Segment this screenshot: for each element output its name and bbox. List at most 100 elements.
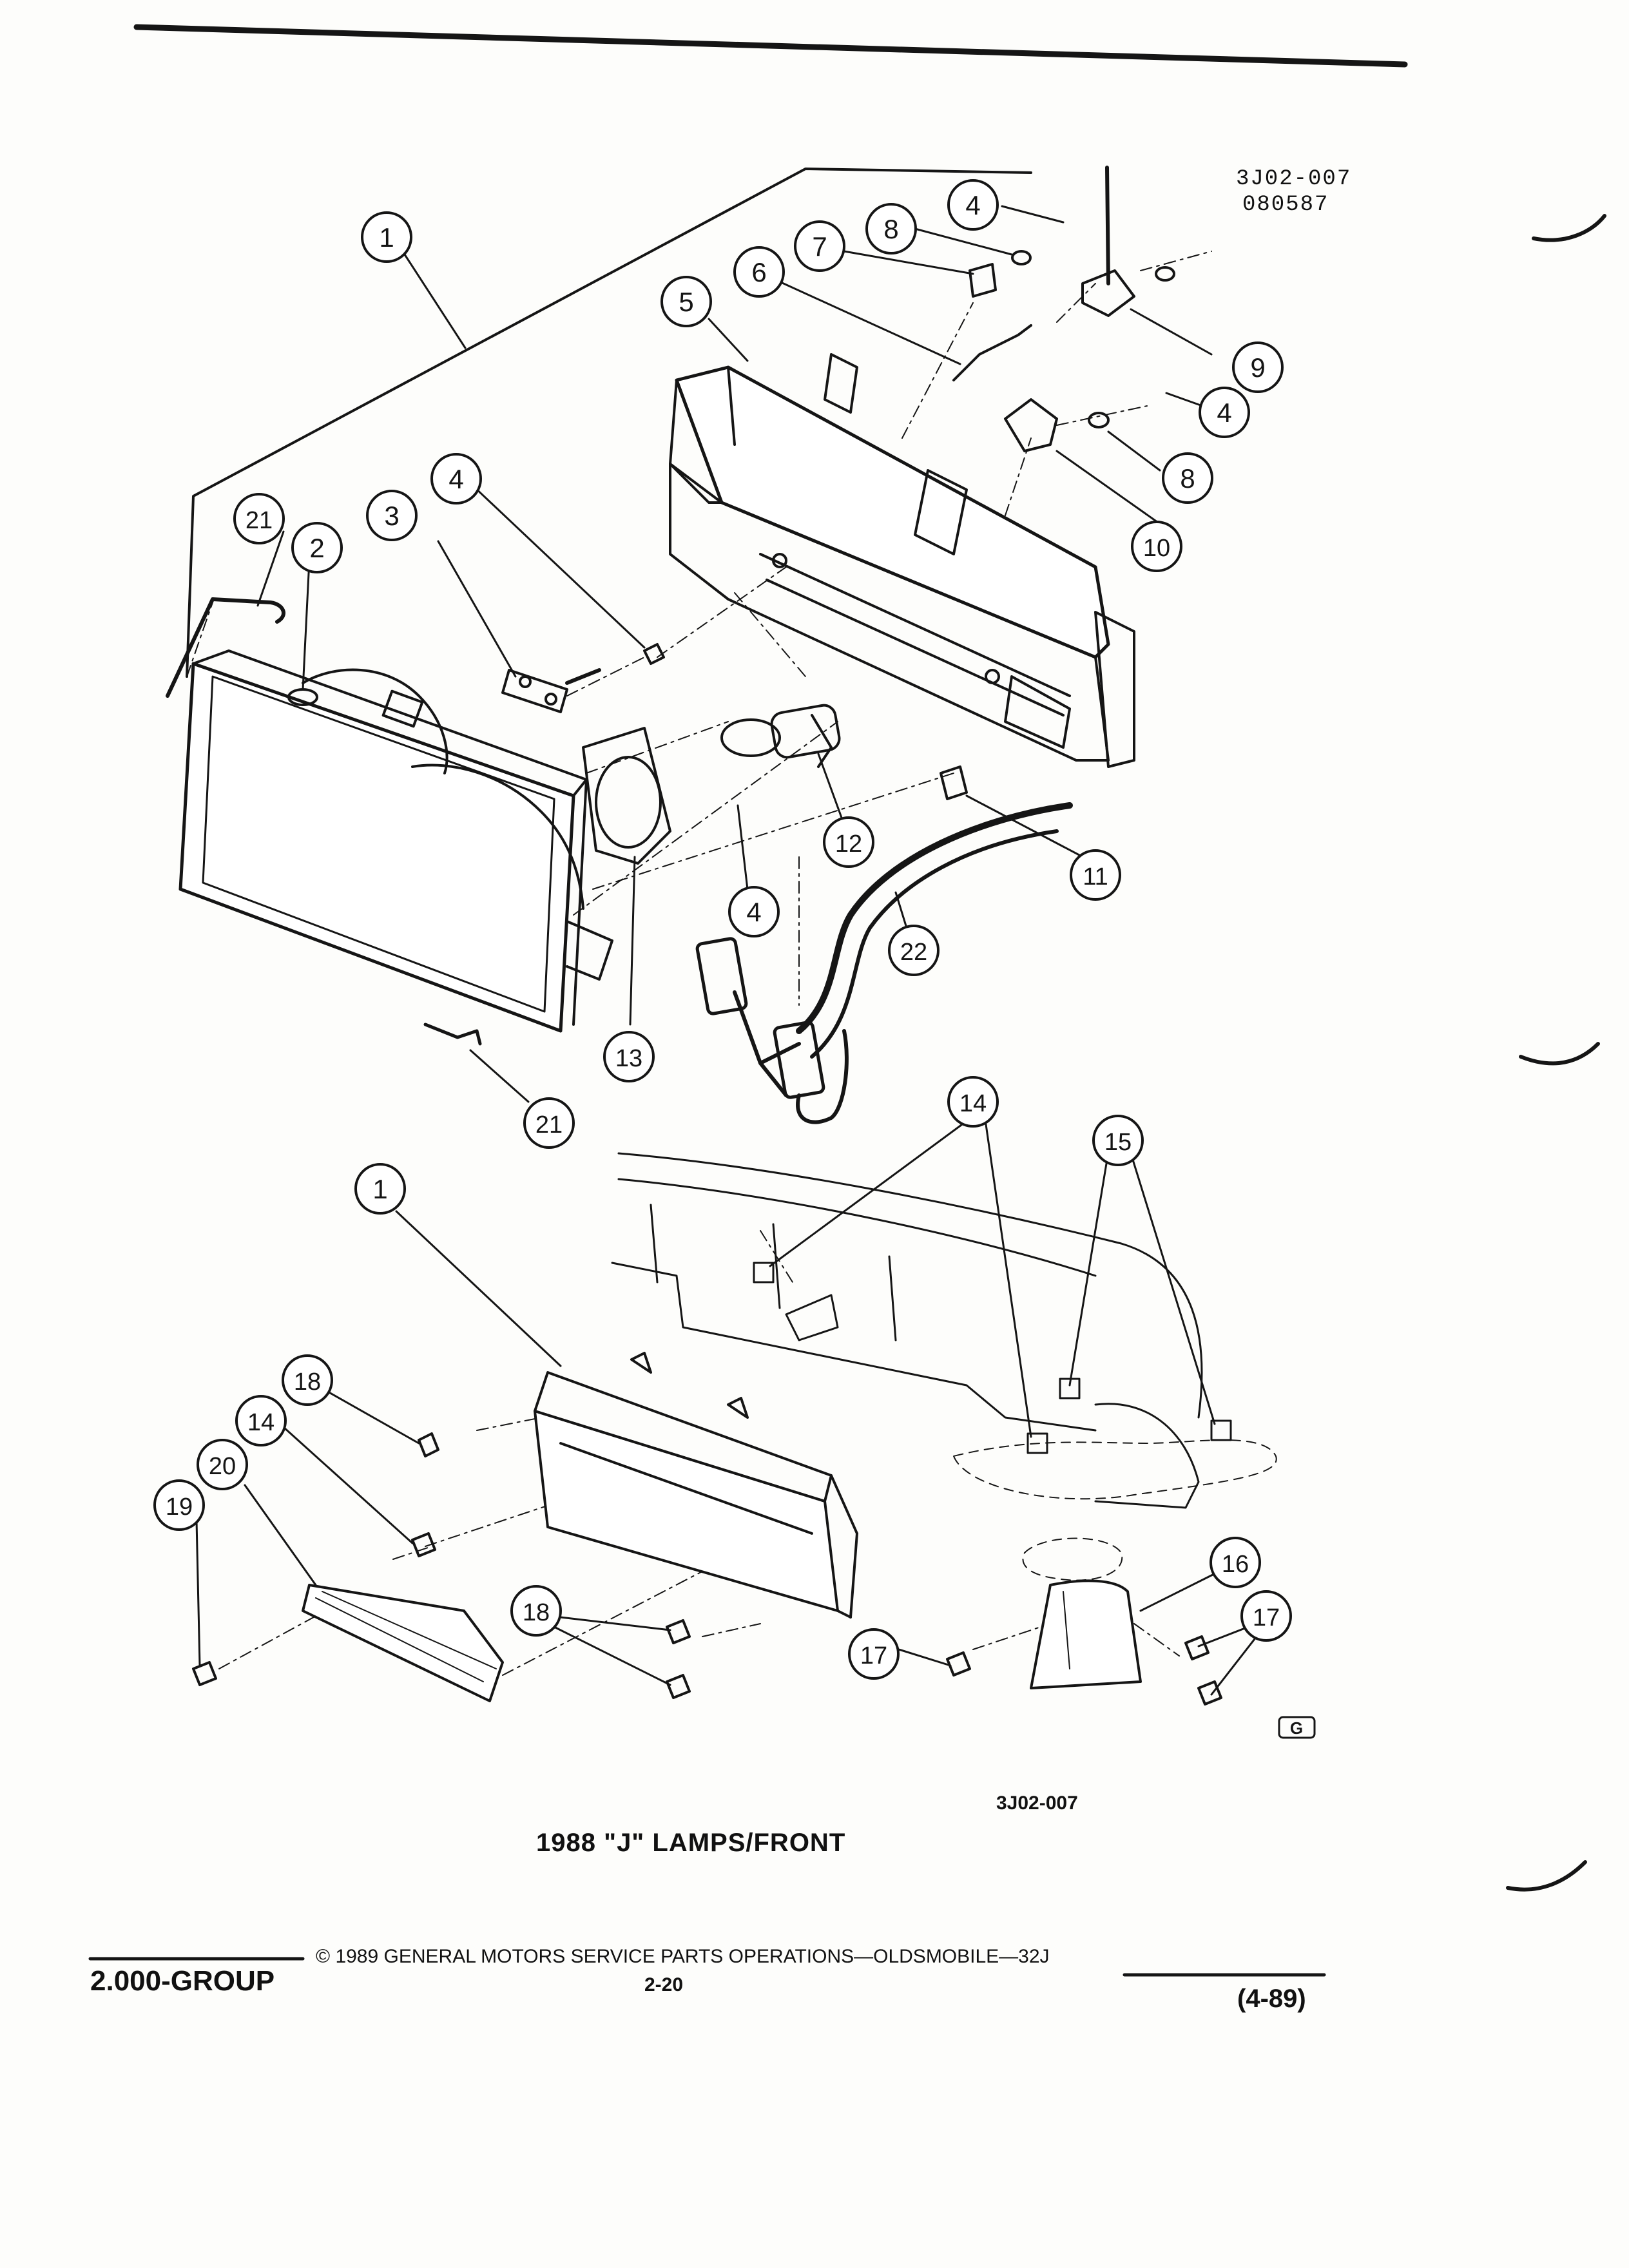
callout-circle xyxy=(523,1097,575,1149)
callout-number: 6 xyxy=(751,257,766,287)
callout-4: 4 xyxy=(1199,387,1250,438)
callout-circle xyxy=(430,453,482,505)
callout-number: 18 xyxy=(294,1369,321,1396)
callout-number: 4 xyxy=(448,464,463,494)
callout-17: 17 xyxy=(1240,1590,1292,1642)
callout-circle xyxy=(1240,1590,1292,1642)
callout-18: 18 xyxy=(282,1354,333,1406)
callout-circle xyxy=(728,886,780,937)
callout-leaders xyxy=(195,205,1258,1696)
fascia-drawing xyxy=(611,1152,1232,1509)
parking-lamp-lens-16 xyxy=(1030,1579,1142,1689)
side-marker-lamp-20 xyxy=(302,1584,504,1702)
callout-2: 2 xyxy=(291,522,343,573)
callout-number: 19 xyxy=(166,1494,193,1521)
callout-number: 10 xyxy=(1143,535,1170,562)
callout-4: 4 xyxy=(430,453,482,505)
callout-circle xyxy=(366,490,418,541)
edge-marks xyxy=(1506,214,1606,1892)
callout-3: 3 xyxy=(366,490,418,541)
callout-circle xyxy=(794,220,845,272)
callout-circle xyxy=(660,276,712,327)
callout-8: 8 xyxy=(865,203,917,255)
callout-circle xyxy=(733,246,785,298)
callout-10: 10 xyxy=(1131,521,1182,572)
footer-copyright: © 1989 GENERAL MOTORS SERVICE PARTS OPER… xyxy=(316,1946,1050,1967)
screw-4-a xyxy=(643,643,665,665)
callout-17: 17 xyxy=(848,1628,900,1680)
callout-circle xyxy=(153,1479,205,1531)
footer-date-code: (4-89) xyxy=(1237,1984,1306,2013)
bulb-12 xyxy=(720,704,841,768)
callout-circle xyxy=(235,1395,287,1446)
callout-circle xyxy=(1210,1537,1261,1588)
callout-number: 1 xyxy=(379,222,394,253)
callout-circle xyxy=(354,1163,406,1215)
callout-circle xyxy=(197,1439,248,1490)
lower-fasteners xyxy=(192,1432,1222,1706)
footer-group: 2.000-GROUP xyxy=(90,1965,275,1997)
callout-15: 15 xyxy=(1092,1115,1144,1166)
callout-circle xyxy=(848,1628,900,1680)
callout-circle xyxy=(1199,387,1250,438)
callout-circle xyxy=(888,925,940,976)
callout-4: 4 xyxy=(947,179,999,231)
callout-11: 11 xyxy=(1070,849,1121,901)
callout-circle xyxy=(510,1585,562,1637)
figure-code-line1: 3J02-007 xyxy=(1236,167,1352,191)
callout-layer: 1234444567889101112132121221141415161717… xyxy=(153,179,1292,1680)
callout-circle xyxy=(603,1031,655,1082)
callout-number: 8 xyxy=(1180,463,1195,494)
callout-14: 14 xyxy=(947,1076,999,1128)
callout-1: 1 xyxy=(361,211,412,263)
callout-1: 1 xyxy=(354,1163,406,1215)
callout-number: 15 xyxy=(1104,1129,1132,1156)
callout-circle xyxy=(1232,341,1284,393)
callout-18: 18 xyxy=(510,1585,562,1637)
callout-circle xyxy=(1162,452,1213,504)
callout-number: 5 xyxy=(679,287,693,317)
callout-circle xyxy=(823,816,874,868)
callout-number: 4 xyxy=(1217,398,1231,428)
figure-code-bottom: 3J02-007 xyxy=(996,1792,1078,1814)
callout-19: 19 xyxy=(153,1479,205,1531)
callout-14: 14 xyxy=(235,1395,287,1446)
callout-number: 8 xyxy=(883,214,898,244)
callout-7: 7 xyxy=(794,220,845,272)
figure-title: 1988 "J" LAMPS/FRONT xyxy=(536,1829,846,1857)
callout-number: 21 xyxy=(535,1111,563,1139)
callout-circle xyxy=(1131,521,1182,572)
callout-20: 20 xyxy=(197,1439,248,1490)
callout-circle xyxy=(947,179,999,231)
callout-number: 20 xyxy=(209,1453,236,1480)
callout-number: 12 xyxy=(835,831,862,858)
callout-6: 6 xyxy=(733,246,785,298)
callout-number: 14 xyxy=(959,1090,987,1117)
svg-text:G: G xyxy=(1290,1718,1303,1738)
callout-number: 4 xyxy=(965,190,980,220)
callout-circle xyxy=(291,522,343,573)
callout-number: 21 xyxy=(246,507,273,534)
callout-8: 8 xyxy=(1162,452,1213,504)
callout-circle xyxy=(1070,849,1121,901)
callout-22: 22 xyxy=(888,925,940,976)
callout-4: 4 xyxy=(728,886,780,937)
callout-21: 21 xyxy=(523,1097,575,1149)
callout-number: 13 xyxy=(615,1045,642,1072)
callout-circle xyxy=(282,1354,333,1406)
assembly-bracket xyxy=(186,168,1032,678)
callout-number: 4 xyxy=(746,897,761,927)
callout-number: 9 xyxy=(1250,352,1265,383)
callout-9: 9 xyxy=(1232,341,1284,393)
callout-number: 1 xyxy=(372,1174,387,1204)
callout-number: 7 xyxy=(812,231,827,262)
adjuster-part-3 xyxy=(501,668,601,713)
footer-page-number: 2-20 xyxy=(644,1974,684,1995)
adjuster-hardware xyxy=(940,166,1175,800)
headlamp-assembly-drawing xyxy=(178,649,613,1033)
callout-16: 16 xyxy=(1210,1537,1261,1588)
lamp-assembly-lower xyxy=(534,1352,858,1619)
dashed-outlines xyxy=(953,1439,1277,1581)
